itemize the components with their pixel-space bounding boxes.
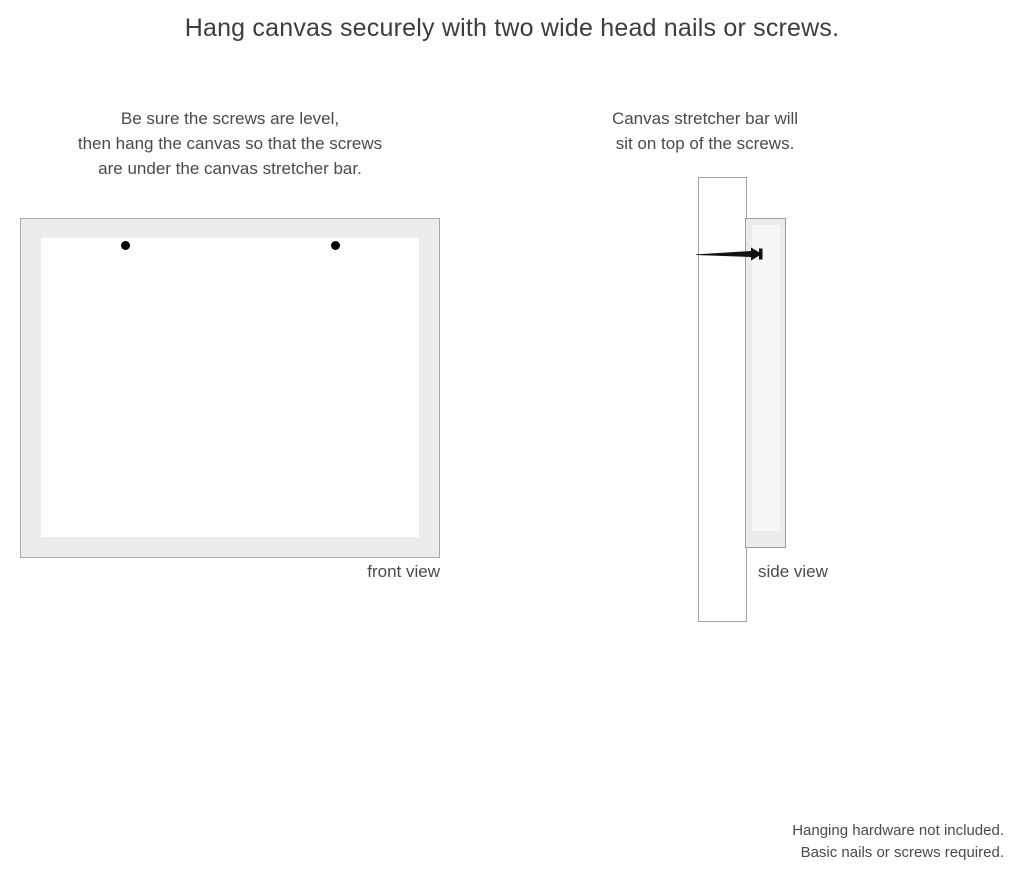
front-view-label: front view xyxy=(367,562,440,581)
front-view-canvas-diagram xyxy=(20,218,440,558)
nail-with-wide-head-icon xyxy=(696,247,763,261)
wall-cross-section xyxy=(698,177,747,622)
footnote-text: Hanging hardware not included.Basic nail… xyxy=(792,822,1004,861)
page-title: Hang canvas securely with two wide head … xyxy=(184,14,840,42)
canvas-face-area xyxy=(41,238,419,537)
side-view-label: side view xyxy=(758,562,828,581)
side-view-canvas-diagram xyxy=(690,170,810,635)
front-view-caption: Be sure the screws are level,then hang t… xyxy=(77,109,383,178)
canvas-stretcher-bar-cross-section xyxy=(745,218,786,548)
screw-dot-left-icon xyxy=(121,241,130,250)
screw-dot-right-icon xyxy=(331,241,340,250)
stretcher-bar-inner-face xyxy=(752,225,780,531)
